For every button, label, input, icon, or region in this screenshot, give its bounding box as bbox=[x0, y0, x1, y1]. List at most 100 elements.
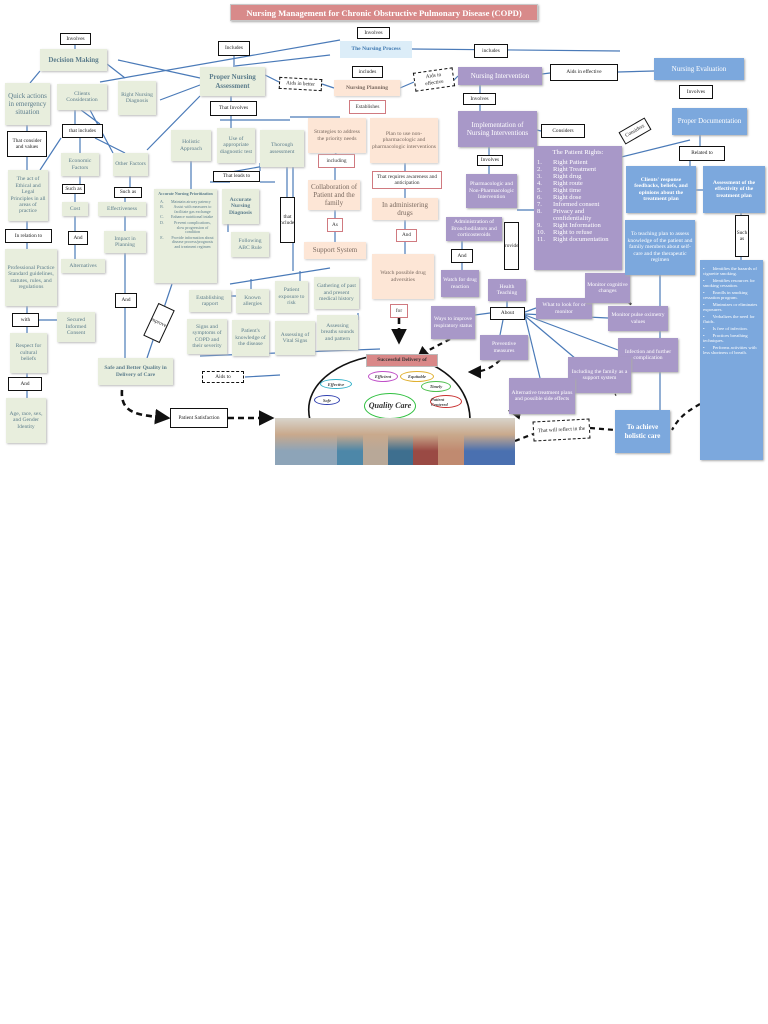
connector-line bbox=[29, 70, 41, 84]
list-item: Minimizes or eliminates exposures. bbox=[703, 302, 760, 312]
quality-attribute-safe: Safe bbox=[314, 395, 340, 405]
list-text: Right Patient bbox=[553, 159, 588, 166]
link-label-involves3: Involves bbox=[463, 93, 496, 105]
list-item: Enrolls in smoking cessation program. bbox=[703, 290, 760, 300]
list-item: 11.Right documentation bbox=[537, 236, 619, 243]
photo-image bbox=[438, 418, 464, 465]
dashed-line bbox=[514, 432, 534, 443]
list-item: A.Maintain airway patency bbox=[157, 198, 214, 205]
node-age: Age, race, sex, and Gender Identity bbox=[6, 398, 46, 443]
connector-line bbox=[499, 319, 504, 336]
photo-image bbox=[337, 418, 363, 465]
list-marker: 3. bbox=[537, 173, 542, 180]
connector-line bbox=[399, 81, 415, 89]
photo-image bbox=[413, 418, 438, 465]
connector-line bbox=[106, 63, 126, 79]
node-clients-response: Clients' response feedbacks, beliefs, an… bbox=[626, 166, 696, 213]
connector-line bbox=[536, 129, 542, 132]
connector-line bbox=[94, 137, 126, 154]
node-ways-improve: Ways to improve respiratory status bbox=[431, 306, 475, 339]
node-impact-planning: Impact in Planning bbox=[104, 231, 146, 253]
node-implementation: Implementation of Nursing Interventions bbox=[458, 111, 537, 147]
link-label-such-as2: Such as bbox=[114, 187, 142, 198]
link-label-includes1: Includes bbox=[218, 41, 250, 56]
connector-line bbox=[146, 95, 201, 151]
link-label-and2: And bbox=[396, 229, 417, 242]
link-label-and5: And bbox=[8, 377, 42, 391]
list-marker: D. bbox=[160, 219, 164, 225]
node-respect: Respect for cultural beliefs bbox=[10, 333, 47, 373]
node-what-to-look: What to look for or monitor bbox=[536, 298, 592, 319]
list-item: B.Assist with measures to facilitate gas… bbox=[157, 204, 214, 214]
list-marker: E. bbox=[160, 234, 164, 240]
list-title: Accurate Nursing Prioritization bbox=[158, 191, 213, 196]
list-marker: 10. bbox=[537, 229, 546, 236]
list-item: 9.Right Information bbox=[537, 222, 619, 229]
list-text: Right dose bbox=[553, 194, 582, 201]
list-text: Enhance nutritional intake bbox=[171, 214, 214, 220]
node-proper-doc: Proper Documentation bbox=[672, 108, 747, 135]
node-health-teaching: Health Teaching bbox=[488, 279, 526, 301]
list-item: 10.Right to refuse bbox=[537, 229, 619, 236]
list-text: Right documentation bbox=[553, 236, 609, 243]
list-text: Prevent complications, slow progression … bbox=[174, 219, 211, 235]
link-label-that-consider: That consider and values bbox=[7, 131, 47, 157]
list-marker: 4. bbox=[537, 180, 542, 187]
list-item: E.Provide information about disease proc… bbox=[157, 234, 214, 250]
link-label-for: for bbox=[390, 304, 408, 318]
link-label-includes2: includes bbox=[352, 66, 383, 78]
link-label-that-leads: That leads to bbox=[213, 171, 260, 182]
node-holistic: Holistic Approach bbox=[171, 130, 211, 161]
link-label-and3: And bbox=[451, 249, 473, 263]
dashed-line bbox=[671, 403, 701, 431]
list-item: Identifies the hazards of cigarette smok… bbox=[703, 266, 760, 276]
node-establishing-rapport: Establishing rapport bbox=[189, 290, 231, 312]
photo-image bbox=[464, 418, 515, 465]
node-ethical: The act of Ethical and Legal Principles … bbox=[8, 170, 48, 221]
list-text: Right time bbox=[553, 187, 582, 194]
list-text: Maintain airway patency bbox=[171, 198, 211, 204]
node-following-abc: Following ABC Rule bbox=[231, 232, 269, 257]
link-label-including: including bbox=[318, 154, 355, 168]
link-label-as: As bbox=[327, 218, 343, 232]
list-text: Assist with measures to facilitate gas e… bbox=[173, 204, 212, 214]
link-label-involves1: Involves bbox=[60, 33, 91, 45]
node-other-factors: Other Factors bbox=[113, 153, 148, 176]
node-monitor-pulse: Monitor pulse oximetry values bbox=[608, 306, 668, 331]
node-family-support: Including the family as a support system bbox=[568, 357, 631, 393]
link-label-and1: And bbox=[68, 231, 88, 245]
connector-line bbox=[234, 54, 331, 67]
connector-line bbox=[524, 307, 537, 313]
list-item: Verbalizes the need for fluids. bbox=[703, 314, 760, 324]
link-label-in-relation: In relation to bbox=[5, 229, 52, 243]
connector-line bbox=[411, 48, 621, 52]
node-quick-action: Quick actions in emergency situation bbox=[5, 83, 50, 125]
list-text: Right Information bbox=[553, 222, 601, 229]
list-item: 7.Informed consent bbox=[537, 201, 619, 208]
node-monitor-cog: Monitor cognitive changes bbox=[585, 273, 630, 303]
node-administration: Administration of Bronchodilators and co… bbox=[446, 217, 502, 241]
link-label-aids-effective2: Aids in effective bbox=[550, 64, 618, 81]
node-economic: Economic Factors bbox=[61, 153, 99, 176]
dashed-line bbox=[589, 426, 616, 432]
list-text: Right Treatment bbox=[553, 166, 597, 173]
connector-line bbox=[321, 83, 335, 89]
list-text: Right route bbox=[553, 180, 583, 187]
node-thorough: Thorough assessment bbox=[260, 130, 304, 167]
quality-attribute-equitable: Equitable bbox=[400, 371, 434, 382]
node-successful-delivery: Successful Delivery of bbox=[366, 354, 438, 367]
node-nursing-planning: Nursing Planning bbox=[334, 80, 400, 96]
node-pt-knowledge: Patient's knowledge of the disease bbox=[232, 320, 269, 356]
link-label-establishes: Establishes bbox=[349, 100, 386, 114]
connector-line bbox=[541, 72, 551, 75]
quality-care-center: Quality Care bbox=[364, 393, 416, 419]
list-item: 2.Right Treatment bbox=[537, 166, 619, 173]
quality-attribute-effective: Effective bbox=[320, 379, 352, 389]
connector-line bbox=[39, 137, 62, 171]
link-label-that-includes2: that includes bbox=[280, 197, 295, 243]
link-label-that-includes1: that includes bbox=[62, 124, 103, 138]
node-nursing-intervention: Nursing Intervention bbox=[458, 67, 542, 85]
node-patient-satisfaction: Patient Satisfaction bbox=[170, 408, 228, 428]
